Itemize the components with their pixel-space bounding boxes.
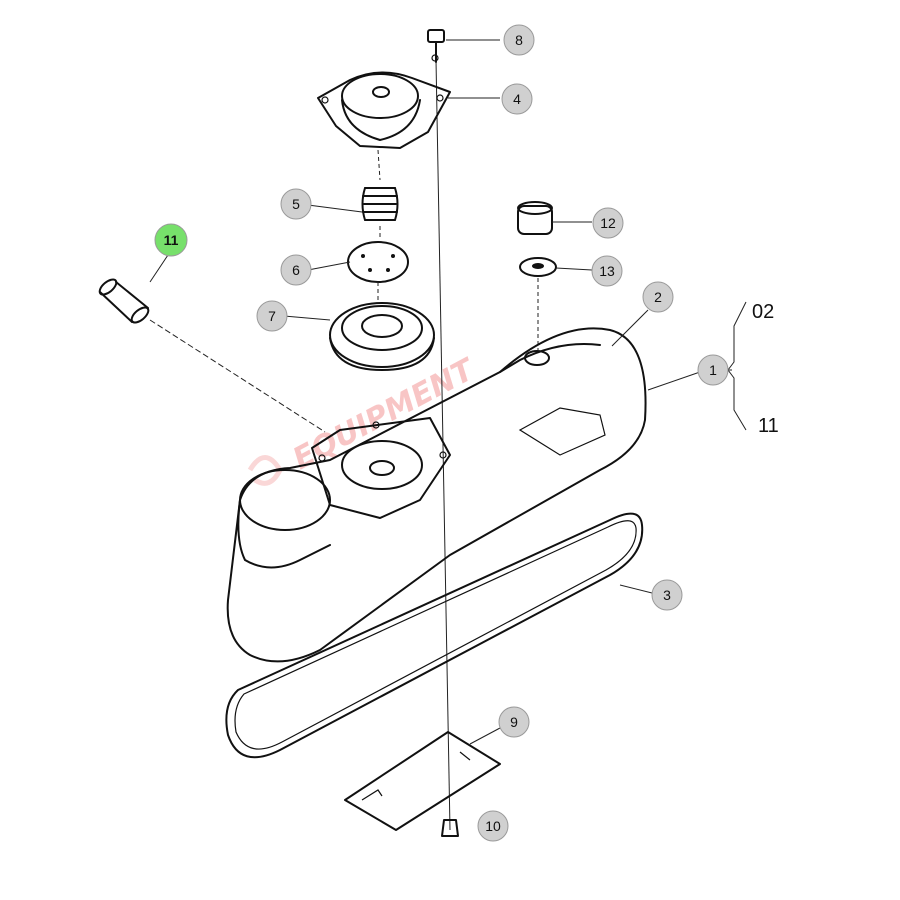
cap-part[interactable] [517,201,553,235]
callout-5[interactable]: 5 [280,188,312,220]
washer-part[interactable] [519,257,557,277]
spring-part[interactable] [361,187,399,221]
bolt-part[interactable] [427,29,445,63]
callout-3-circle [651,579,683,611]
callout-6[interactable]: 6 [280,254,312,286]
callout-10[interactable]: 10 [477,810,509,842]
callout-9-label: 9 [510,714,518,730]
bottom-bolt-part[interactable] [441,819,459,837]
callout-6-label: 6 [292,262,300,278]
bolt-axis-line [435,59,451,831]
callout-1[interactable]: 1 [697,354,729,386]
callout-9-circle [498,706,530,738]
leader-lines [149,39,701,745]
callout-11-highlighted[interactable]: 11 [154,223,188,257]
callout-13-label: 13 [599,263,615,279]
tank-body-part[interactable] [226,327,647,663]
callout-1-label: 1 [709,362,717,378]
callout-10-label: 10 [485,818,501,834]
callout-4[interactable]: 4 [501,83,533,115]
callout-8[interactable]: 8 [503,24,535,56]
callout-12-circle [592,207,624,239]
pipe-part[interactable] [97,277,151,326]
variant-label-bottom: 11 [758,415,779,437]
watermark: EQUIPMENT [247,351,482,486]
cover-plate-part[interactable] [317,54,451,149]
callout-12-label: 12 [600,215,616,231]
callout-5-label: 5 [292,196,300,212]
callout-6-circle [280,254,312,286]
callout-3[interactable]: 3 [651,579,683,611]
callout-8-label: 8 [515,32,523,48]
callout-2[interactable]: 2 [642,281,674,313]
callout-2-label: 2 [654,289,662,305]
diaphragm-disk-part[interactable] [347,241,409,283]
callout-4-circle [501,83,533,115]
callout-1-circle [697,354,729,386]
callout-13-circle [591,255,623,287]
variant-bracket: 02 11 [724,301,779,437]
callout-9[interactable]: 9 [498,706,530,738]
callout-12[interactable]: 12 [592,207,624,239]
callout-11-label: 11 [164,232,179,248]
bracket-plate-part[interactable] [344,731,501,831]
callout-2-circle [642,281,674,313]
callout-7-circle [256,300,288,332]
callout-11-circle [154,223,188,257]
gasket-part[interactable] [225,512,644,759]
callout-4-label: 4 [513,91,521,107]
callout-7-label: 7 [268,308,276,324]
callout-3-label: 3 [663,587,671,603]
variant-label-top: 02 [752,301,774,323]
callout-8-circle [503,24,535,56]
callout-10-circle [477,810,509,842]
valve-assembly-part[interactable] [329,302,435,371]
callout-7[interactable]: 7 [256,300,288,332]
callout-13[interactable]: 13 [591,255,623,287]
callout-5-circle [280,188,312,220]
